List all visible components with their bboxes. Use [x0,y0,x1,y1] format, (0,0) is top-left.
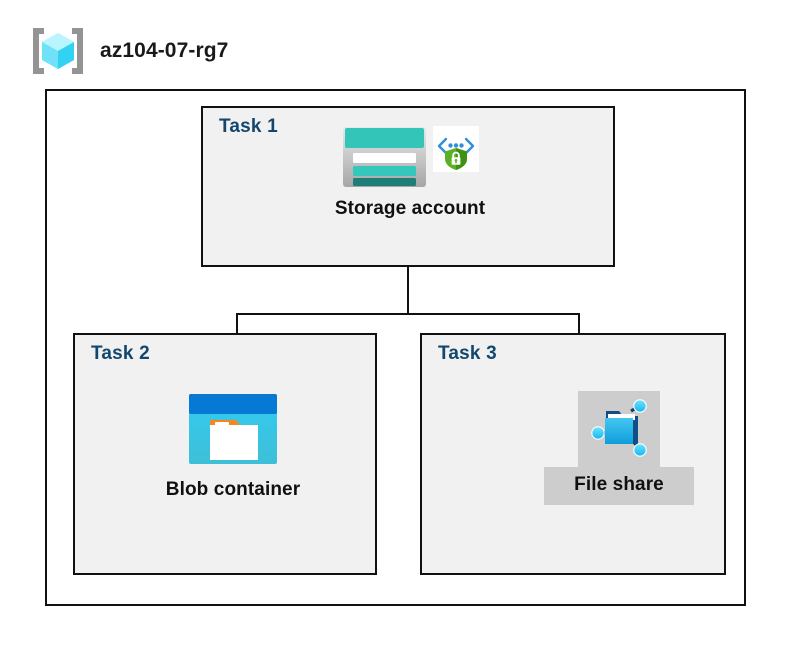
task-2-box[interactable]: Task 2 [73,333,377,575]
file-share-icon [586,395,652,461]
resource-group-header: az104-07-rg7 [30,26,228,76]
storage-account-icon [342,126,427,188]
resource-group-icon [30,26,86,76]
task-2-label: Task 2 [91,343,150,364]
task-1-box[interactable]: Task 1 [201,106,615,267]
resource-group-boundary: Task 1 [45,89,746,606]
blob-container-node[interactable]: Blob container [148,393,318,501]
task-3-box[interactable]: Task 3 [420,333,726,575]
security-shield-lock-icon [432,126,479,172]
task-1-label: Task 1 [219,116,278,137]
file-share-node[interactable]: File share [530,391,708,505]
blob-container-icon [188,393,278,465]
file-share-caption: File share [544,467,694,505]
file-share-icon-highlight [578,391,660,467]
storage-account-caption: Storage account [334,198,486,219]
storage-account-node[interactable]: Storage account [302,126,518,220]
connector-storage-to-branch [407,267,409,314]
connector-branch-bar [236,313,580,315]
task-3-label: Task 3 [438,343,497,364]
blob-container-caption: Blob container [165,479,301,500]
resource-group-name: az104-07-rg7 [100,39,229,62]
